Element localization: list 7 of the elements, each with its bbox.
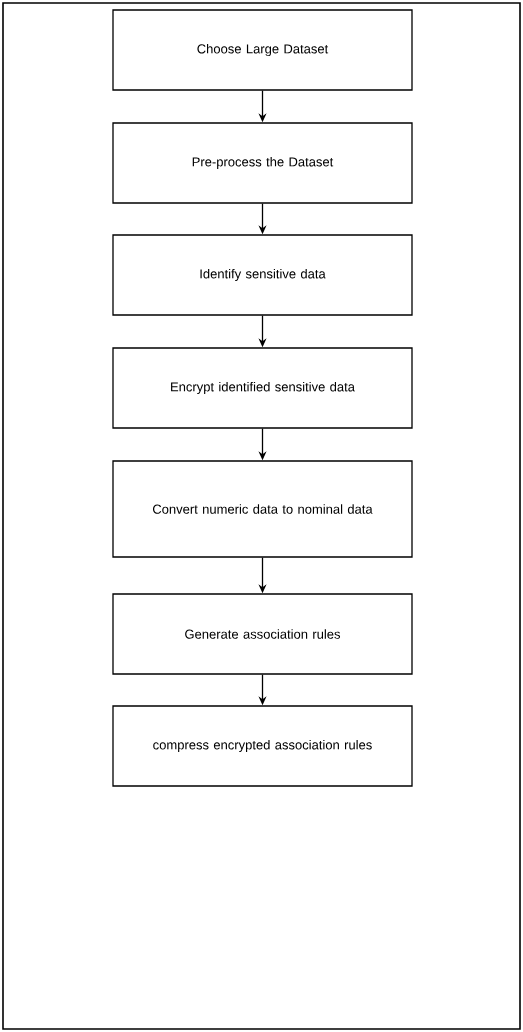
- process-box: Generate association rules: [112, 593, 413, 675]
- process-box: compress encrypted association rules: [112, 705, 413, 787]
- process-box: Identify sensitive data: [112, 234, 413, 316]
- process-box: Choose Large Dataset: [112, 9, 413, 91]
- process-box: Convert numeric data to nominal data: [112, 460, 413, 558]
- process-box: Pre-process the Dataset: [112, 122, 413, 204]
- process-box: Encrypt identified sensitive data: [112, 347, 413, 429]
